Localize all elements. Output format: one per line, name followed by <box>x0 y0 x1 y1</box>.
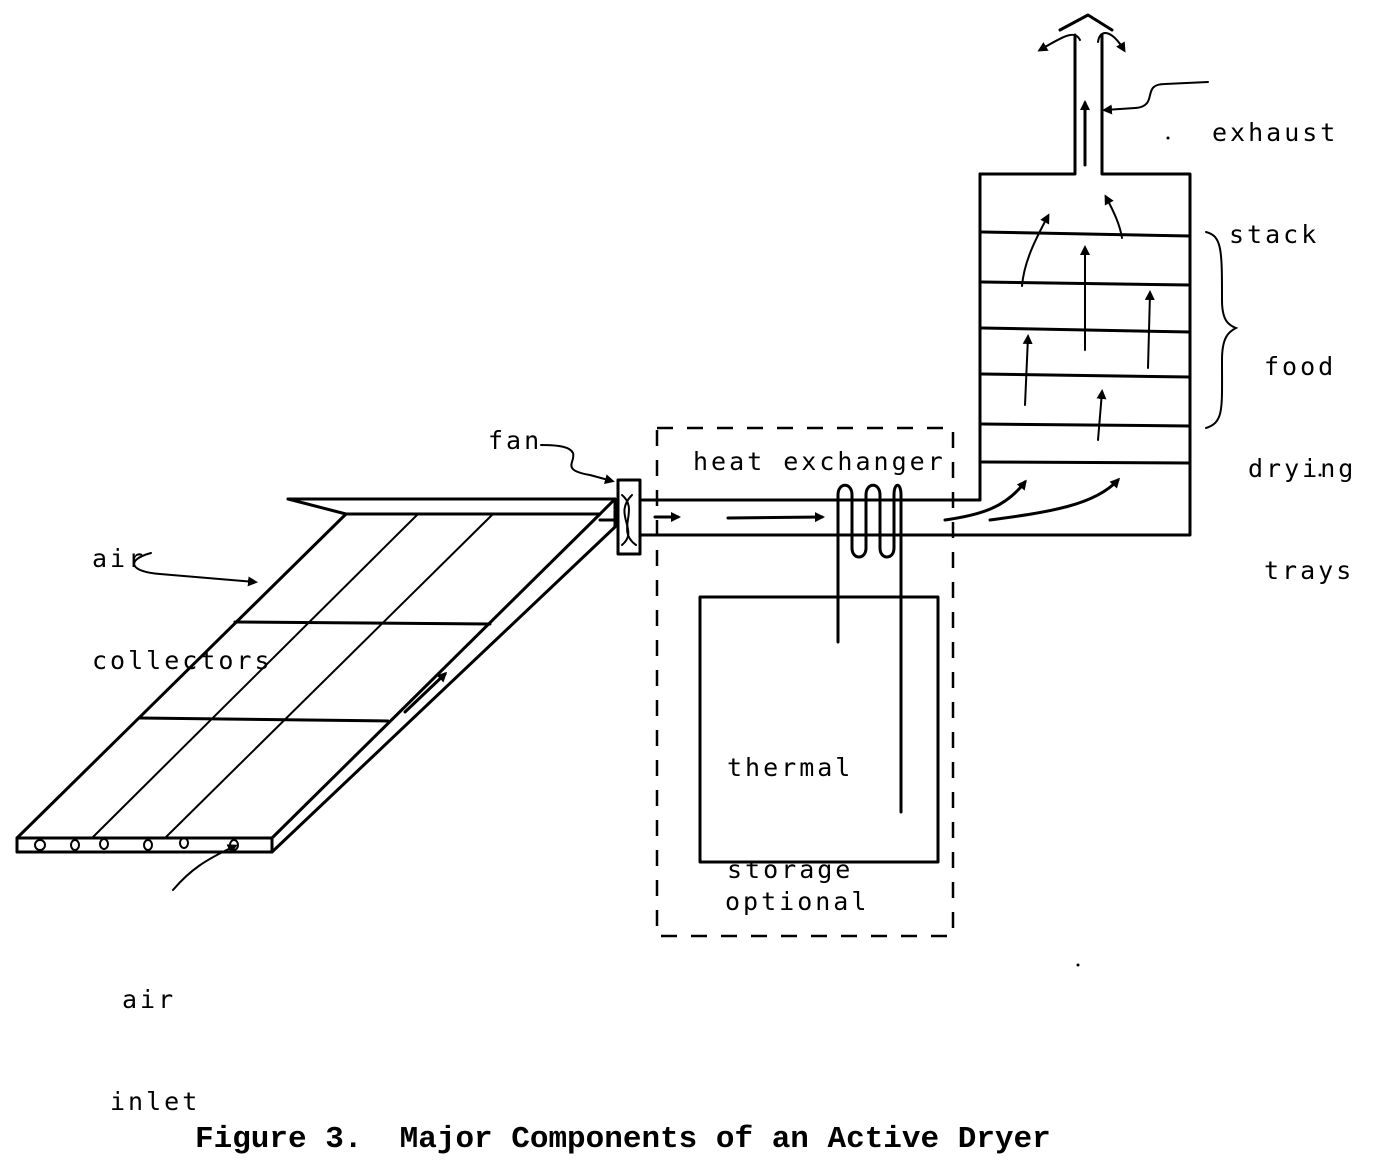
collector-divider <box>233 620 492 626</box>
tray-line <box>980 422 1192 428</box>
label-line: thermal <box>727 753 854 782</box>
air-collector-panel <box>15 497 617 854</box>
inlet-hole <box>143 839 153 851</box>
label-fan: fan <box>488 426 543 455</box>
inlet-hole <box>70 839 80 851</box>
collector-outline <box>15 497 617 854</box>
flow-arrow <box>943 479 1027 522</box>
exhaust-leader <box>1102 81 1209 115</box>
label-line: drying <box>1248 454 1357 483</box>
heat-exchanger-coil <box>836 483 903 814</box>
label-line: food <box>1264 352 1337 381</box>
flow-arrow <box>1021 213 1050 287</box>
label-optional: optional <box>725 887 870 916</box>
label-line: stack <box>1229 220 1320 249</box>
label-line: collectors <box>92 646 273 675</box>
label-air-collectors: air collectors <box>92 474 273 712</box>
air-duct <box>598 13 1192 537</box>
label-food-drying-trays: food drying trays <box>1248 282 1356 622</box>
inlet-holes <box>34 837 239 851</box>
collector-flow-arrow <box>403 671 448 714</box>
optional-boundary <box>655 426 955 938</box>
stack-cap <box>1058 13 1114 32</box>
tray-line <box>980 230 1192 238</box>
figure-caption: Figure 3. Major Components of an Active … <box>195 1122 1051 1157</box>
exhaust-arrow <box>1037 33 1081 52</box>
label-line: storage <box>727 855 854 884</box>
collector-divider <box>138 716 390 723</box>
flow-arrow <box>1144 290 1155 369</box>
collectors-leader <box>133 552 258 587</box>
fan-icon <box>616 478 642 556</box>
label-line: air <box>92 544 147 573</box>
label-heat-exchanger: heat exchanger <box>693 447 946 476</box>
flow-arrow <box>1096 389 1107 441</box>
flow-arrow <box>1022 334 1033 406</box>
fan-leader <box>540 444 615 484</box>
tray-line <box>980 372 1192 379</box>
label-line: trays <box>1264 556 1355 585</box>
label-line: inlet <box>110 1087 201 1116</box>
flow-arrow <box>988 477 1121 522</box>
inlet-hole <box>34 839 46 851</box>
label-exhaust-stack: exhaust stack <box>1212 48 1338 286</box>
thermal-storage-box <box>698 595 940 864</box>
label-air-inlet: air inlet <box>110 915 200 1153</box>
label-line: exhaust <box>1212 118 1339 147</box>
inlet-leader <box>172 844 238 891</box>
flow-arrow <box>726 512 825 523</box>
label-thermal-storage: thermal storage <box>727 683 853 921</box>
trays-brace <box>1205 231 1239 429</box>
collector-divider <box>164 513 494 839</box>
label-line: air <box>122 985 177 1014</box>
flow-arrow <box>1104 194 1123 239</box>
inlet-hole <box>179 837 189 849</box>
collector-divider <box>91 513 419 839</box>
inlet-hole <box>99 838 109 850</box>
exhaust-arrow <box>1097 32 1126 53</box>
tray-line <box>980 460 1192 465</box>
